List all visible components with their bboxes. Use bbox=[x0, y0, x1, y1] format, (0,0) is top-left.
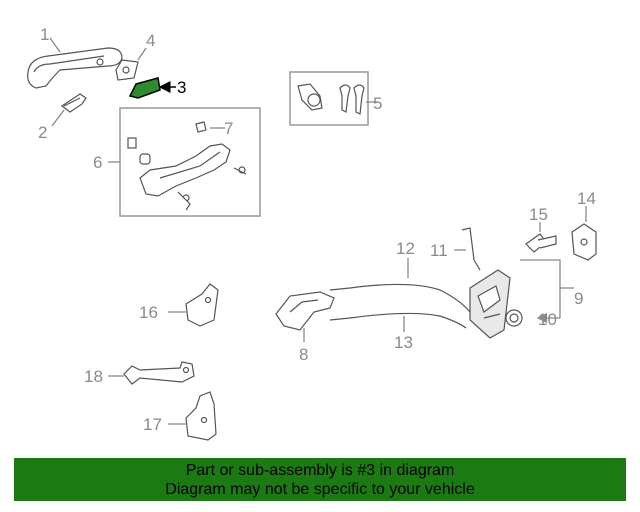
box-part-5 bbox=[289, 71, 369, 126]
banner-line-2: Diagram may not be specific to your vehi… bbox=[165, 481, 475, 498]
part-4-cover[interactable] bbox=[115, 59, 139, 81]
callout-4: 4 bbox=[146, 31, 155, 50]
callout-16: 16 bbox=[139, 303, 158, 322]
callout-8: 8 bbox=[299, 345, 308, 364]
callout-5: 5 bbox=[373, 94, 382, 113]
part-8-inside-handle[interactable] bbox=[275, 291, 335, 331]
part-1-outside-handle[interactable] bbox=[27, 47, 123, 89]
callout-14: 14 bbox=[577, 189, 596, 208]
callout-10: 10 bbox=[538, 310, 557, 329]
part-6-handle-frame[interactable] bbox=[127, 121, 247, 211]
part-16-hinge[interactable] bbox=[185, 283, 219, 327]
part-18-door-check[interactable] bbox=[123, 361, 195, 385]
part-5-cylinder-keys[interactable] bbox=[297, 83, 365, 115]
part-14-striker[interactable] bbox=[571, 223, 597, 261]
callout-17: 17 bbox=[143, 415, 162, 434]
part-15-bolt[interactable] bbox=[525, 233, 557, 253]
callout-6: 6 bbox=[93, 153, 102, 172]
part-2-handle-cap[interactable] bbox=[60, 93, 87, 113]
part-17-lower-hinge[interactable] bbox=[185, 391, 217, 441]
part-3-handle-pad[interactable] bbox=[128, 77, 161, 99]
part-11-rod[interactable] bbox=[461, 227, 481, 271]
banner-line-1: Part or sub-assembly is #3 in diagram bbox=[185, 462, 455, 479]
callout-7: 7 bbox=[224, 119, 233, 138]
callout-13: 13 bbox=[394, 333, 413, 352]
callout-1: 1 bbox=[40, 25, 49, 44]
part-12-cable[interactable] bbox=[329, 283, 471, 313]
callout-12: 12 bbox=[396, 239, 415, 258]
part-10-grommet[interactable] bbox=[505, 309, 523, 327]
part-13-cable[interactable] bbox=[329, 312, 467, 329]
callout-15: 15 bbox=[529, 205, 548, 224]
part-9-lock-actuator[interactable] bbox=[469, 269, 511, 339]
callout-2: 2 bbox=[38, 123, 47, 142]
callout-18: 18 bbox=[84, 367, 103, 386]
callout-3: 3 bbox=[177, 78, 186, 97]
callout-9: 9 bbox=[574, 289, 583, 308]
callout-11: 11 bbox=[430, 241, 448, 260]
info-banner: Part or sub-assembly is #3 in diagram Di… bbox=[14, 458, 626, 501]
